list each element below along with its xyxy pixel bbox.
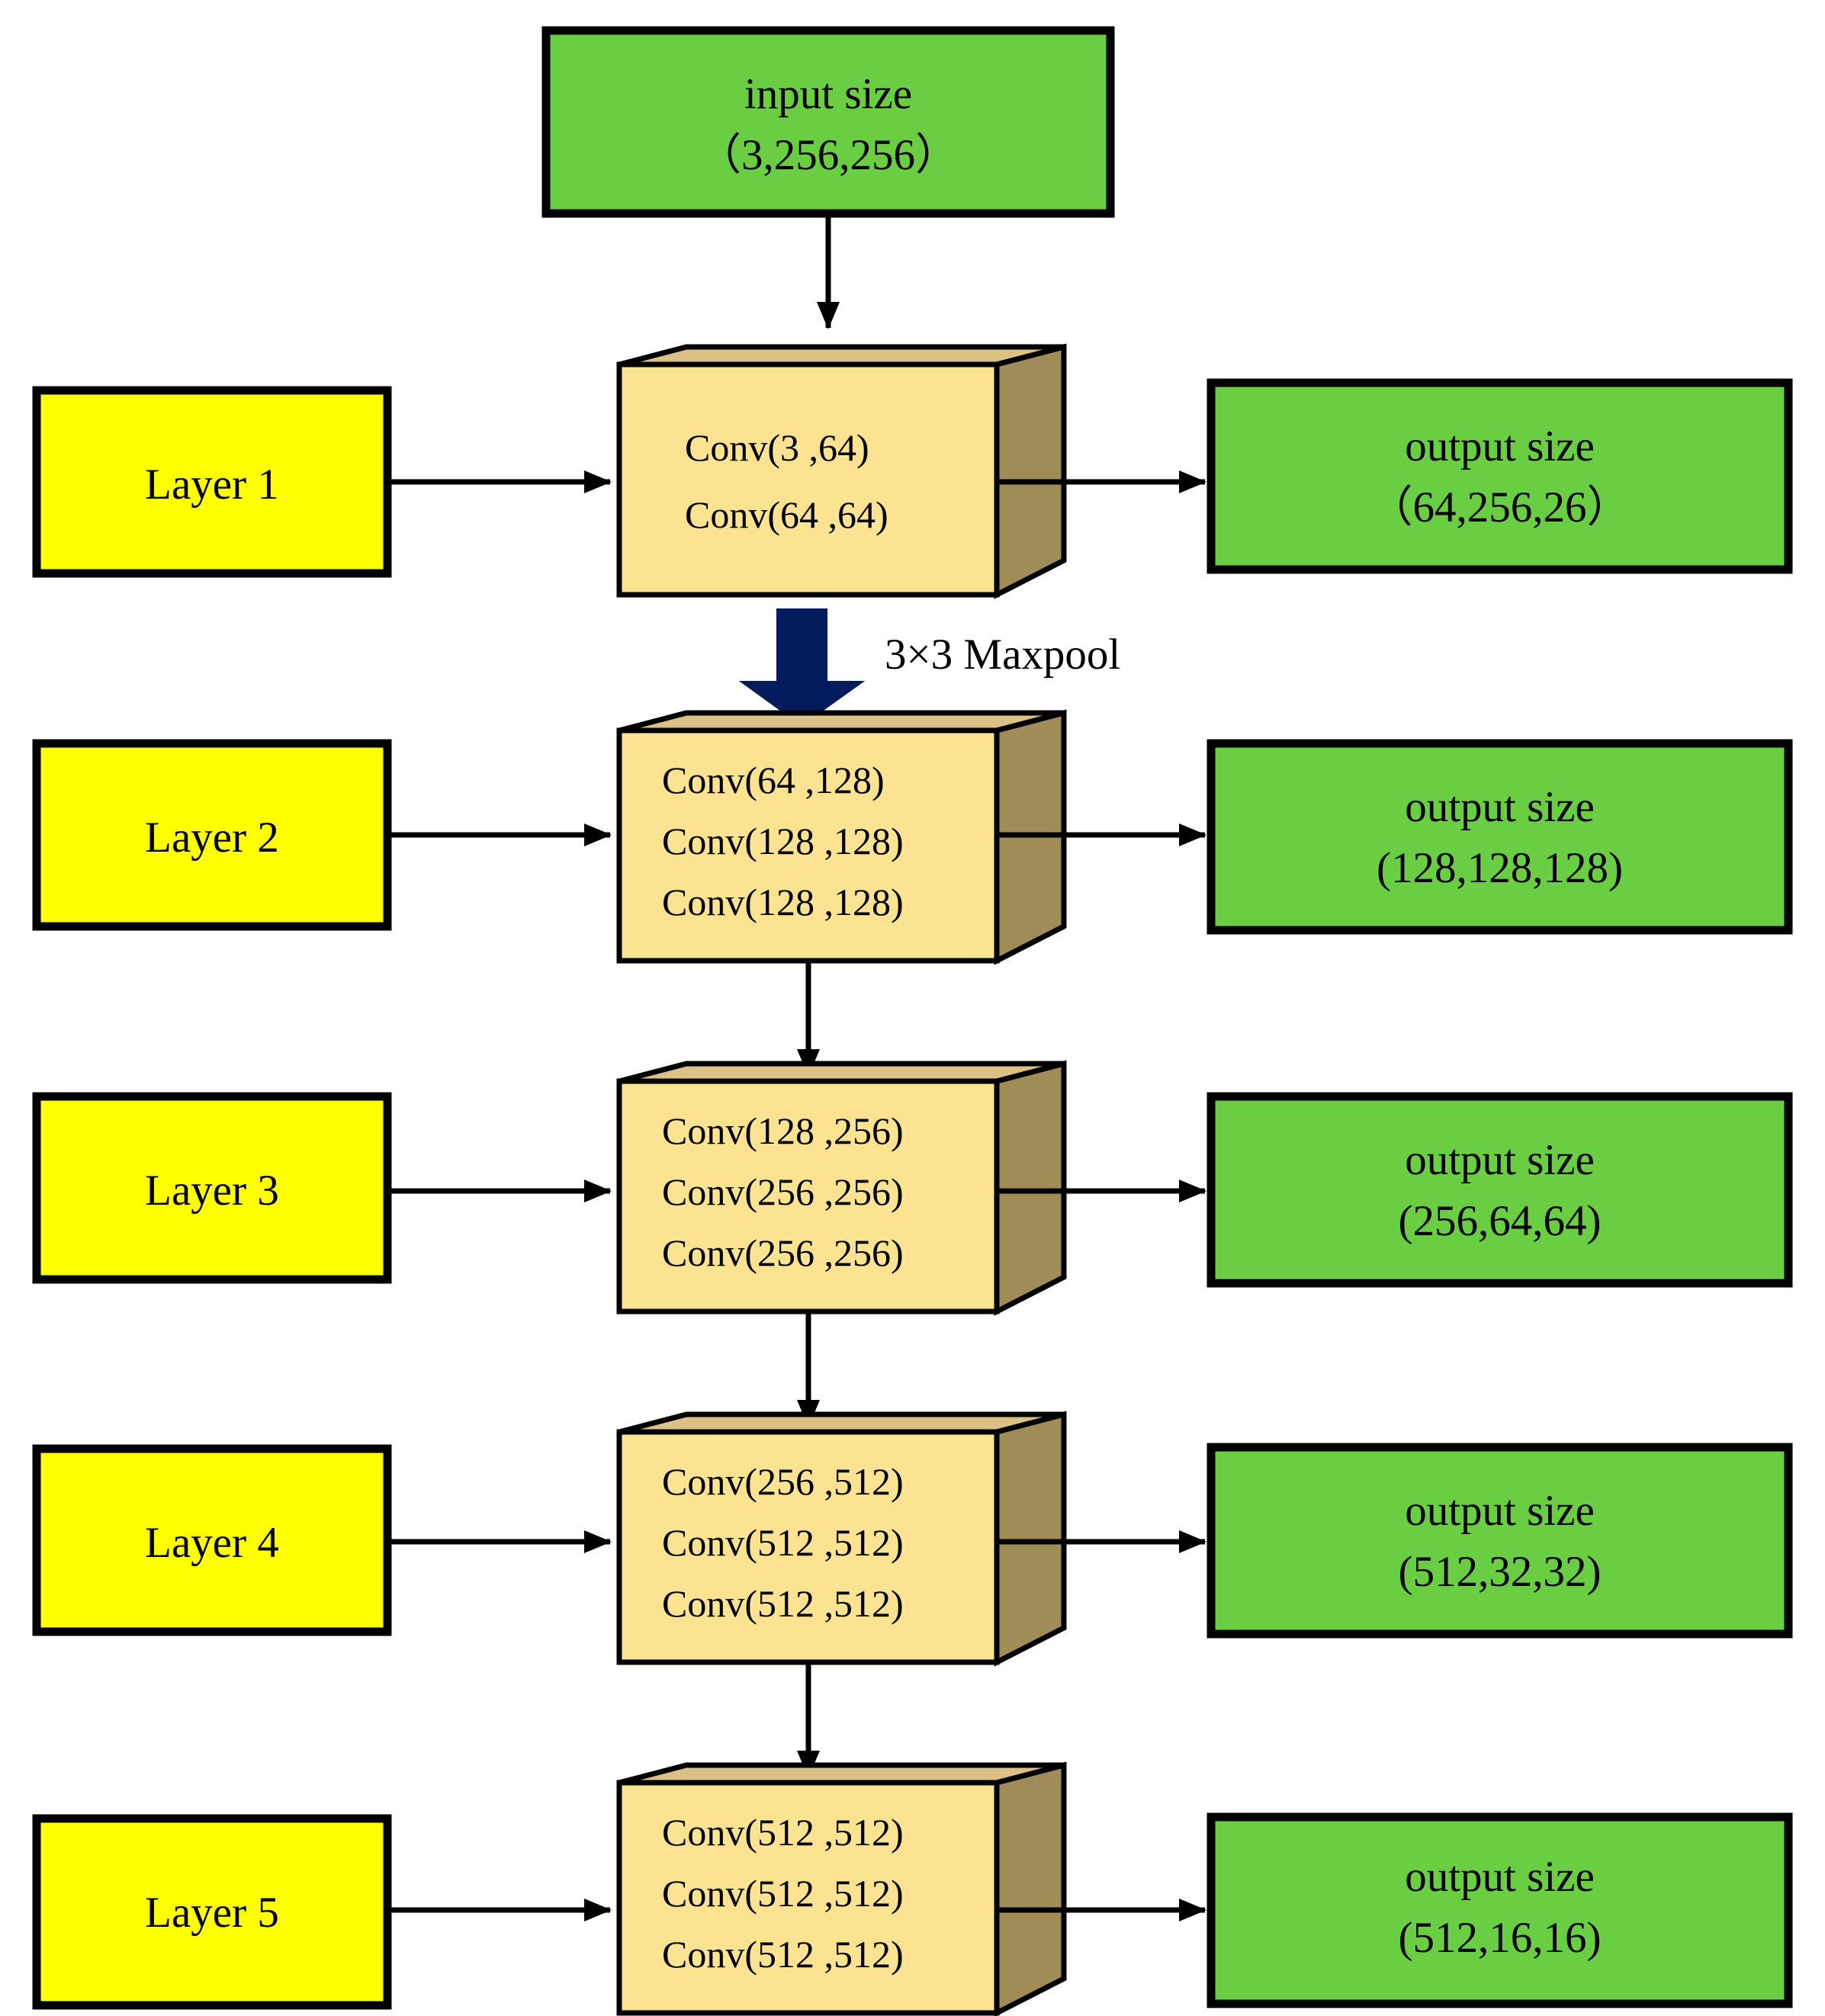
layer-4-cube-side (994, 1411, 1067, 1667)
layer-2-box (32, 739, 392, 931)
layer-5-cube-front (616, 1780, 1000, 2016)
layer-2-cube-front (616, 727, 1000, 964)
layer-4-box (32, 1444, 392, 1636)
maxpool-block-arrow-icon (738, 608, 866, 727)
layer-1-cube-front (616, 361, 1000, 598)
input-size-box (541, 26, 1115, 218)
layer-4-cube-front (616, 1429, 1000, 1665)
layer-1-output-box (1206, 378, 1793, 574)
layer-3-cube-front (616, 1078, 1000, 1315)
layer-5-output-box (1206, 1812, 1793, 2008)
layer-3-output-box (1206, 1092, 1793, 1288)
layer-5-cube-side (994, 1761, 1067, 2016)
layer-1-cube-side (994, 343, 1067, 599)
layer-3-box (32, 1092, 392, 1284)
layer-3-cube-side (994, 1060, 1067, 1316)
layer-5-box (32, 1814, 392, 2010)
layer-2-output-box (1206, 739, 1793, 935)
layer-4-output-box (1206, 1443, 1793, 1639)
layer-1-box (32, 386, 392, 578)
